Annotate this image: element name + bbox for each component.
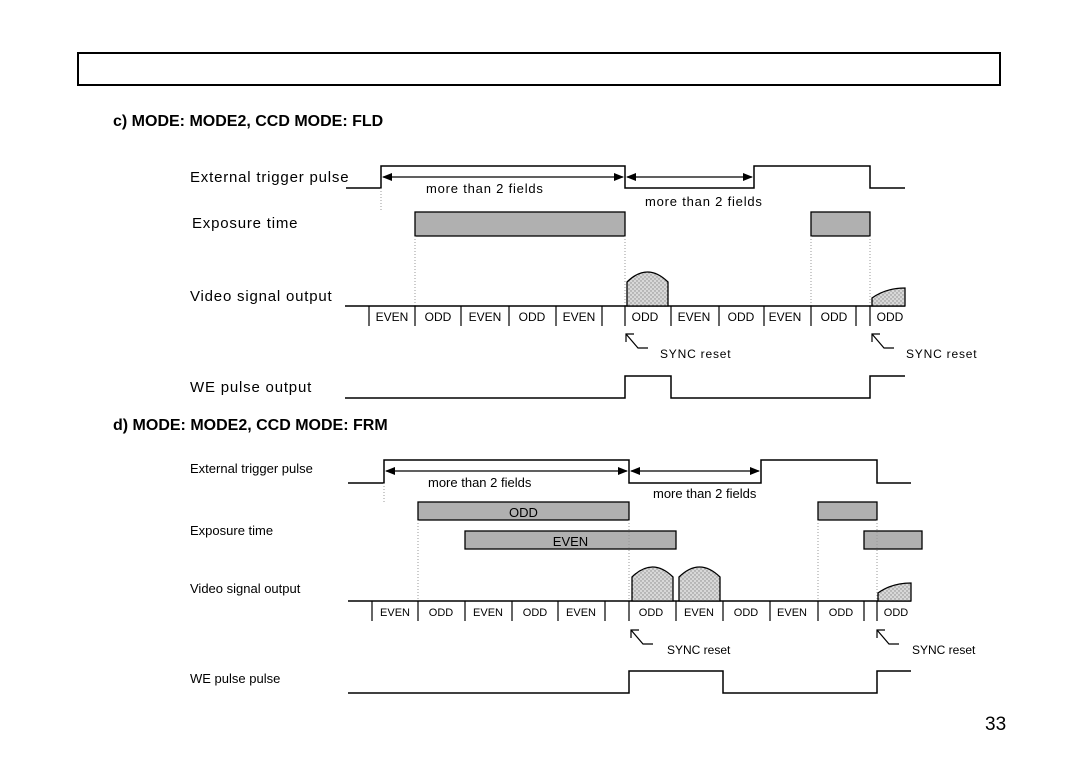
sync-reset-pointer — [630, 629, 653, 645]
sync-reset-arrowhead — [630, 629, 639, 638]
field-label: EVEN — [769, 310, 802, 324]
sync-reset-arrowhead — [871, 333, 880, 342]
field-label: ODD — [884, 607, 909, 619]
video-signal-partial — [877, 582, 912, 602]
field-label: ODD — [519, 310, 546, 324]
sync-reset-label: SYNC reset — [667, 643, 731, 657]
field-label: ODD — [425, 310, 452, 324]
exposure-bar — [464, 530, 677, 550]
field-label: ODD — [632, 310, 659, 324]
field-label: EVEN — [473, 607, 503, 619]
video-signal-pulse — [626, 271, 669, 307]
video-label: Video signal output — [190, 288, 333, 305]
field-label: EVEN — [566, 607, 596, 619]
sync-reset-label: SYNC reset — [660, 347, 731, 361]
header-box — [77, 52, 1001, 86]
field-label: EVEN — [563, 310, 596, 324]
field-label: EVEN — [777, 607, 807, 619]
field-label: EVEN — [678, 310, 711, 324]
video-signal-partial — [871, 287, 906, 307]
exposure-bar — [863, 530, 923, 550]
we-label: WE pulse pulse — [190, 671, 280, 686]
field-label: ODD — [829, 607, 854, 619]
interval-label-2: more than 2 fields — [645, 194, 763, 209]
sync-reset-label: SYNC reset — [906, 347, 977, 361]
interval-label-1: more than 2 fields — [426, 181, 544, 196]
section-d-title: d) MODE: MODE2, CCD MODE: FRM — [113, 417, 388, 434]
field-label: ODD — [429, 607, 454, 619]
trigger-label: External trigger pulse — [190, 169, 349, 186]
sync-reset-label: SYNC reset — [912, 643, 976, 657]
page-number: 33 — [985, 714, 1007, 735]
trigger-waveform — [346, 165, 905, 189]
exposure-bar-label: ODD — [509, 505, 538, 520]
sync-reset-arrowhead — [625, 333, 634, 342]
we-pulse-waveform — [348, 670, 911, 694]
field-label: ODD — [639, 607, 664, 619]
field-label: ODD — [877, 310, 904, 324]
field-label: ODD — [734, 607, 759, 619]
field-label: EVEN — [376, 310, 409, 324]
interval-label-2: more than 2 fields — [653, 486, 757, 501]
exposure-bar — [810, 211, 871, 237]
exposure-bar — [417, 501, 630, 521]
sync-reset-pointer — [871, 333, 894, 349]
video-signal-pulse — [678, 566, 721, 602]
field-label: EVEN — [684, 607, 714, 619]
sync-reset-pointer — [876, 629, 899, 645]
sync-reset-arrowhead — [876, 629, 885, 638]
interval-label-1: more than 2 fields — [428, 475, 532, 490]
field-label: EVEN — [380, 607, 410, 619]
exposure-label: Exposure time — [190, 523, 273, 538]
video-label: Video signal output — [190, 581, 301, 596]
sync-reset-pointer — [625, 333, 648, 349]
exposure-bar — [414, 211, 626, 237]
field-label: ODD — [821, 310, 848, 324]
we-label: WE pulse output — [190, 379, 312, 396]
exposure-bar-label: EVEN — [553, 534, 588, 549]
trigger-label: External trigger pulse — [190, 461, 313, 476]
we-pulse-waveform — [345, 375, 905, 399]
exposure-label: Exposure time — [192, 215, 298, 232]
section-c-title: c) MODE: MODE2, CCD MODE: FLD — [113, 113, 384, 130]
field-label: ODD — [523, 607, 548, 619]
video-signal-pulse — [631, 566, 674, 602]
field-label: EVEN — [469, 310, 502, 324]
field-label: ODD — [728, 310, 755, 324]
exposure-bar — [817, 501, 878, 521]
trigger-waveform — [348, 459, 911, 484]
